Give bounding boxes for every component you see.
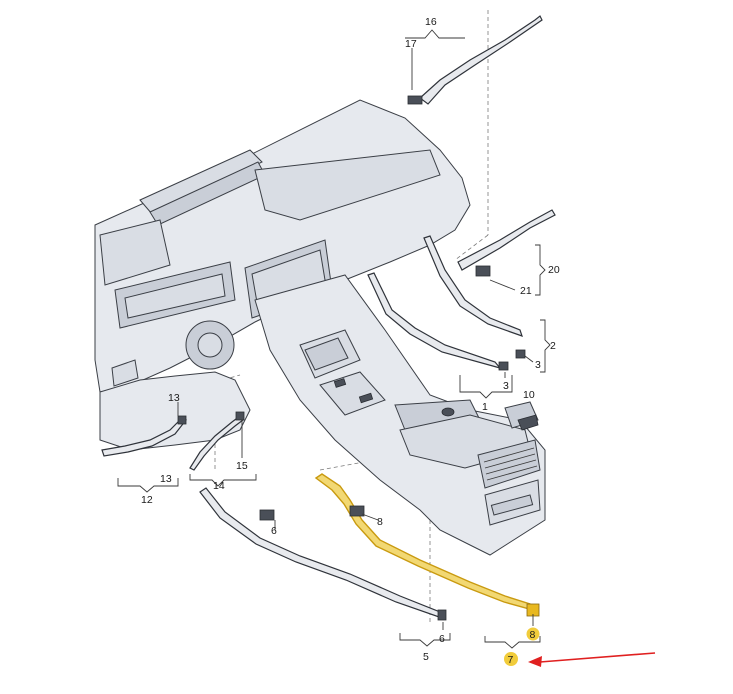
part-1-strip xyxy=(367,272,509,371)
part-16-strip xyxy=(407,15,543,105)
dashboard-assembly xyxy=(94,99,471,451)
label-3a: 3 xyxy=(535,359,541,371)
label-13b: 13 xyxy=(160,473,172,485)
label-12-13-group: 13 13 12 xyxy=(117,392,180,506)
label-1-3-group: 3 1 xyxy=(459,372,513,413)
label-6a: 6 xyxy=(271,525,277,537)
part-10-module: 10 xyxy=(504,389,539,431)
label-21: 21 xyxy=(520,285,532,297)
label-5: 5 xyxy=(423,651,429,663)
label-16-group: 16 17 xyxy=(405,16,465,90)
label-1: 1 xyxy=(482,401,488,413)
part-14-strip xyxy=(189,411,245,471)
label-17: 17 xyxy=(405,38,417,50)
part-12-strip xyxy=(101,415,187,457)
label-14: 14 xyxy=(213,480,225,492)
part-5-strip xyxy=(199,487,447,621)
label-20: 20 xyxy=(548,264,560,276)
label-8b-badge xyxy=(526,627,540,641)
rear-vent-slats xyxy=(483,447,538,481)
label-5-6-group: 6 6 5 xyxy=(271,520,451,663)
red-pointer-arrow xyxy=(528,652,656,667)
label-2-3-group: 2 3 xyxy=(524,319,556,373)
label-7-8-group: 8 8 7 xyxy=(361,513,541,666)
label-16: 16 xyxy=(425,16,437,28)
label-2: 2 xyxy=(550,340,556,352)
label-6b: 6 xyxy=(439,633,445,645)
label-7-badge xyxy=(504,652,518,666)
part-2-strip xyxy=(423,235,526,359)
label-15: 15 xyxy=(236,460,248,472)
label-3b: 3 xyxy=(503,380,509,392)
center-console xyxy=(254,274,546,556)
label-7: 7 xyxy=(508,654,514,666)
part-7-strip-highlighted xyxy=(314,473,540,617)
part-20-strip xyxy=(457,209,556,277)
label-13a: 13 xyxy=(168,392,180,404)
label-8a: 8 xyxy=(377,516,383,528)
label-14-15-group: 15 14 xyxy=(189,420,257,492)
label-20-21-group: 20 21 xyxy=(489,244,560,297)
label-12: 12 xyxy=(141,494,153,506)
label-8b: 8 xyxy=(530,629,536,641)
label-10: 10 xyxy=(523,389,535,401)
